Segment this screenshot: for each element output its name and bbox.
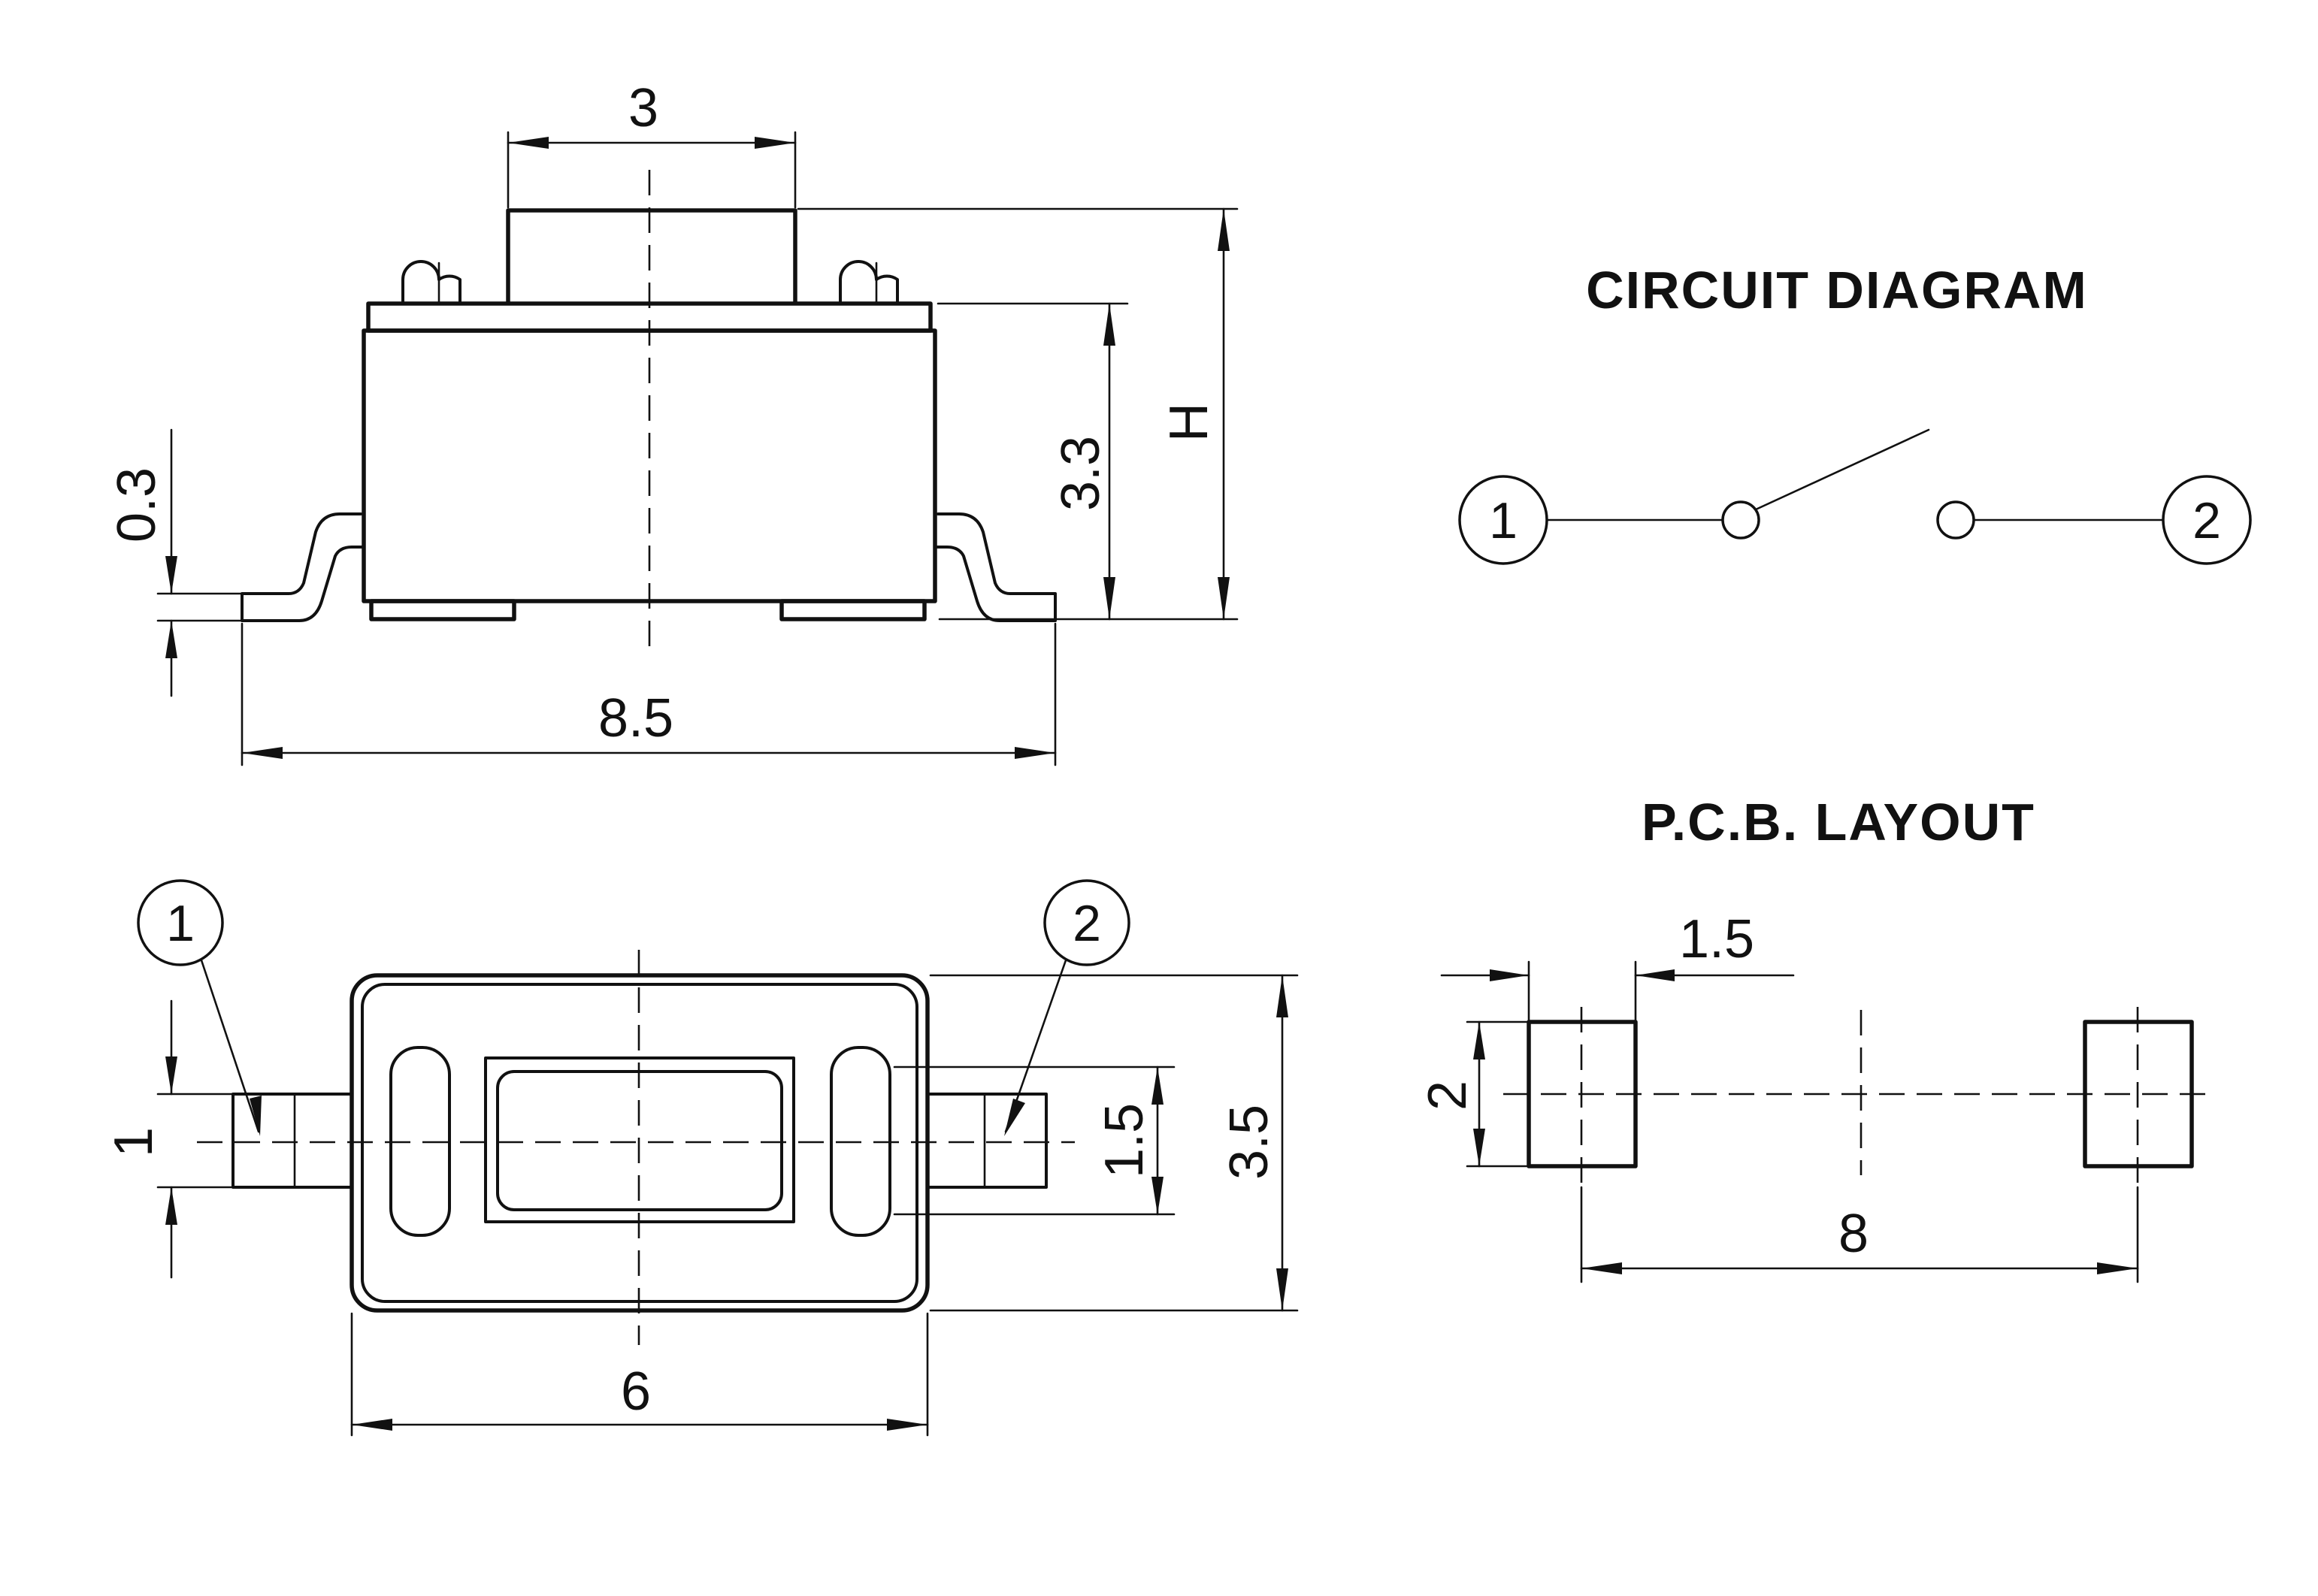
dim-overall-length: 8.5 (598, 688, 673, 748)
dim-terminal-thickness: 0.3 (107, 467, 167, 543)
pin-2-callout (1043, 879, 1130, 966)
foot-left (369, 599, 516, 621)
side-view: 3 H 3.3 0.3 8.5 (107, 78, 1239, 766)
clip-left (401, 260, 461, 305)
pcb-title: P.C.B. LAYOUT (1642, 793, 2035, 851)
dim-actuator-width: 3 (628, 78, 658, 138)
dim-body-length: 6 (621, 1362, 651, 1422)
top-view: 1 2 1 1.5 3.5 6 (104, 879, 1299, 1437)
terminal-right (934, 512, 1057, 622)
dim-height: H (1159, 403, 1219, 442)
dim-pad-width: 1.5 (1679, 909, 1754, 969)
dim-body-width: 3.5 (1219, 1105, 1279, 1180)
circuit-pin-1-label: 1 (1489, 492, 1518, 549)
pin-1-callout (137, 879, 224, 966)
terminal-left-top (231, 1093, 353, 1189)
switch-contact-left (1721, 500, 1760, 540)
switch-lever (1754, 428, 1930, 511)
circuit-pin-2-label: 2 (2192, 492, 2221, 549)
pin-2-label: 2 (1073, 895, 1101, 952)
pin-1-label: 1 (166, 895, 195, 952)
dim-terminal-span: 1.5 (1094, 1103, 1154, 1178)
switch-contact-right (1936, 500, 1975, 540)
circuit-title: CIRCUIT DIAGRAM (1586, 261, 2088, 319)
terminal-left (241, 512, 365, 622)
dim-pad-pitch: 8 (1838, 1204, 1869, 1264)
circuit-pin-2-circle (2162, 475, 2252, 565)
pcb-layout: P.C.B. LAYOUT 1.5 2 8 (1418, 793, 2210, 1283)
dim-terminal-width: 1 (104, 1127, 164, 1157)
actuator-outline (506, 208, 797, 304)
foot-right (779, 599, 927, 621)
terminal-right-top (926, 1093, 1048, 1189)
circuit-diagram: CIRCUIT DIAGRAM 1 2 (1458, 261, 2252, 565)
dim-body-height: 3.3 (1051, 436, 1111, 511)
clip-right (839, 260, 899, 305)
dim-pad-height: 2 (1418, 1081, 1478, 1111)
